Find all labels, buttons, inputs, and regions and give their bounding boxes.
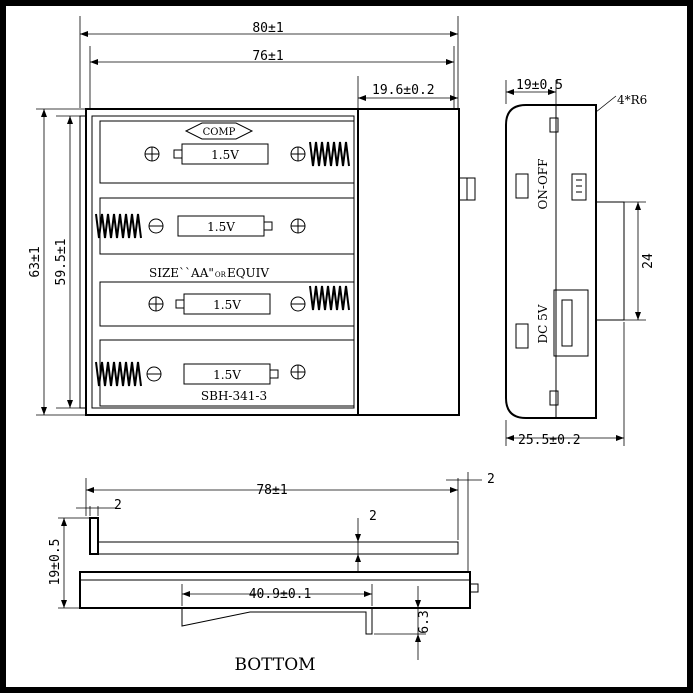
dc-jack-icon xyxy=(553,289,589,357)
dim-height-inner: 59.5±1 xyxy=(54,239,69,286)
dim-clip-depth: 6.3 xyxy=(417,610,432,633)
nub xyxy=(269,369,279,379)
arrow xyxy=(415,600,421,608)
comp-badge xyxy=(184,122,254,140)
arrow xyxy=(446,59,454,65)
arrow xyxy=(415,634,421,642)
dim-bottom-step: 2 xyxy=(369,509,377,524)
side-body-outline xyxy=(505,104,597,419)
holder-body-outline xyxy=(85,108,460,416)
arrow xyxy=(450,31,458,37)
top-dimensions: 80±1 76±1 19.6±0.2 xyxy=(79,16,459,108)
dim-side-base: 25.5±0.2 xyxy=(518,433,581,448)
battery-bay xyxy=(91,115,355,409)
side-notch xyxy=(549,390,559,406)
switch-knob-icon xyxy=(571,173,587,201)
side-view: ON-OFF DC 5V 24 19±0.5 4*R6 25.5±0.2 xyxy=(505,78,656,448)
dim-overall-length: 80±1 xyxy=(252,21,283,36)
arrow xyxy=(450,487,458,493)
arrow xyxy=(67,116,73,124)
left-dimensions: 63±1 59.5±1 xyxy=(28,108,86,416)
bottom-left-wall xyxy=(89,517,99,555)
arrow xyxy=(355,554,361,562)
bottom-switch-stub xyxy=(469,583,479,593)
dim-bottom-length: 78±1 xyxy=(256,483,287,498)
dim-side-span: 24 xyxy=(641,253,656,269)
technical-drawing: 1.5V COMP 1.5V SIZE``AA"OREQUIV xyxy=(28,16,656,675)
belt-clip xyxy=(181,608,373,635)
model-label: SBH-341-3 xyxy=(201,389,267,403)
size-text: SIZE``AA" xyxy=(149,266,214,280)
dim-switch-section: 19.6±0.2 xyxy=(372,83,435,98)
arrow xyxy=(506,435,514,441)
arrow xyxy=(61,518,67,526)
cell-label-box xyxy=(181,143,269,165)
size-or: OR xyxy=(215,271,227,279)
drawing-sheet: 1.5V COMP 1.5V SIZE``AA"OREQUIV xyxy=(6,6,687,687)
dim-bottom-height: 19±0.5 xyxy=(48,539,63,586)
cell-label-box xyxy=(183,293,271,315)
battery-cell-3: 1.5V xyxy=(99,281,355,327)
spring-icon xyxy=(309,285,350,311)
bottom-top-rail xyxy=(97,541,459,555)
arrow xyxy=(41,407,47,415)
spring-icon xyxy=(95,213,142,239)
spring-icon xyxy=(95,361,142,387)
battery-cell-2: 1.5V xyxy=(95,197,355,255)
cell-voltage-label: 1.5V xyxy=(213,368,241,382)
bottom-view-title: BOTTOM xyxy=(234,655,315,675)
arrow xyxy=(616,435,624,441)
dim-height-total: 63±1 xyxy=(28,246,43,277)
bottom-view: 78±1 2 2 2 19±0.5 40.9±0.1 6.3 xyxy=(48,472,495,675)
side-slot xyxy=(515,173,529,199)
arrow xyxy=(80,31,88,37)
arrow xyxy=(635,202,641,210)
size-equiv: EQUIV xyxy=(227,266,269,280)
cell-voltage-label: 1.5V xyxy=(211,148,239,162)
spring-icon xyxy=(309,141,350,167)
arrow xyxy=(355,534,361,542)
side-slot xyxy=(515,323,529,349)
arrow xyxy=(182,591,190,597)
cell-voltage-label: 1.5V xyxy=(207,220,235,234)
dim-inner-length: 76±1 xyxy=(252,49,283,64)
front-view: 1.5V COMP 1.5V SIZE``AA"OREQUIV xyxy=(28,16,476,416)
cell-slot xyxy=(99,281,355,327)
arrow xyxy=(67,400,73,408)
nub xyxy=(263,221,273,231)
leader-r6 xyxy=(595,95,617,113)
arrow xyxy=(635,312,641,320)
size-label: SIZE``AA"OREQUIV xyxy=(149,266,269,280)
cell-slot xyxy=(99,120,355,184)
arrow xyxy=(450,95,458,101)
dc-jack-label: DC 5V xyxy=(536,304,550,343)
dim-bottom-lip-left: 2 xyxy=(114,498,122,513)
arrow xyxy=(90,59,98,65)
comp-label: COMP xyxy=(203,127,236,138)
arrow xyxy=(548,89,556,95)
arrow xyxy=(358,95,366,101)
dim-corner-radius: 4*R6 xyxy=(617,93,647,107)
battery-cell-1: 1.5V COMP xyxy=(99,120,355,184)
switch-label: ON-OFF xyxy=(536,159,550,210)
cell-voltage-label: 1.5V xyxy=(213,298,241,312)
nub xyxy=(173,149,183,159)
arrow xyxy=(41,109,47,117)
dim-bottom-lip-right: 2 xyxy=(487,472,495,487)
arrow xyxy=(61,600,67,608)
dim-side-width: 19±0.5 xyxy=(516,78,563,93)
arrow xyxy=(86,487,94,493)
side-notch xyxy=(549,117,559,133)
arrow xyxy=(364,591,372,597)
arrow xyxy=(506,89,514,95)
side-clip xyxy=(595,201,625,321)
left-lip xyxy=(79,115,87,409)
battery-cell-4: 1.5V SBH-341-3 xyxy=(95,339,355,407)
dc-jack-inner xyxy=(561,299,573,347)
dim-clip-length: 40.9±0.1 xyxy=(249,587,312,602)
nub xyxy=(175,299,185,309)
